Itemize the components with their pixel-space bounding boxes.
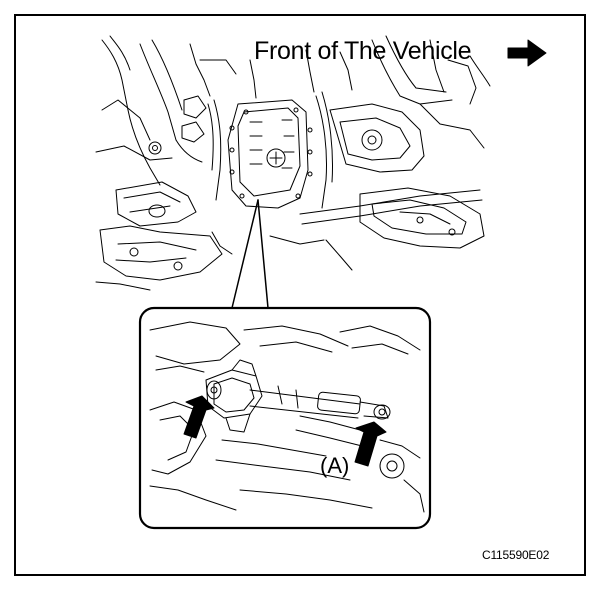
upper-undercarriage-view [95, 35, 491, 291]
figure-frame [14, 14, 586, 576]
pointer-arrow-icon [183, 395, 387, 467]
driveshaft-detail [149, 321, 425, 513]
detail-leader [231, 199, 269, 309]
right-arrow-icon [507, 39, 547, 67]
figure-code: C115590E02 [482, 548, 550, 562]
front-of-vehicle-label: Front of The Vehicle [254, 37, 472, 65]
detail-box [138, 306, 432, 530]
callout-label-a: (A) [320, 453, 350, 478]
